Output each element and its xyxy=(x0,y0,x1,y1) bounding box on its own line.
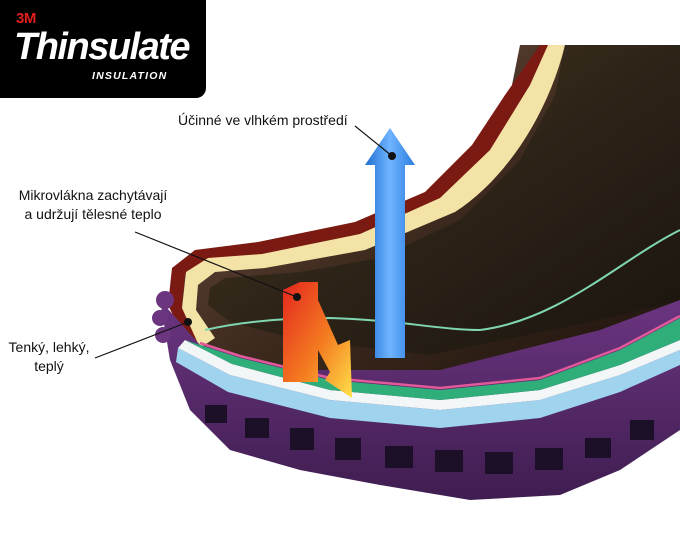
label-thin-line1: Tenký, lehký, xyxy=(8,339,90,355)
logo-3m: 3M xyxy=(16,10,36,27)
logo-wordmark: Thinsulate xyxy=(14,26,191,68)
leader-line-microfibers xyxy=(134,231,298,298)
leader-dot-microfibers xyxy=(293,293,301,301)
leader-dot-damp xyxy=(388,152,396,160)
footbed-outline xyxy=(204,229,680,332)
tread-blocks xyxy=(205,405,654,474)
body-heat-arrow xyxy=(283,282,352,398)
moisture-up-arrow xyxy=(365,128,415,358)
label-effective-damp: Účinné ve vlhkém prostředí xyxy=(178,112,348,128)
logo-subtitle: INSULATION xyxy=(92,70,168,82)
blue-layer xyxy=(176,348,680,428)
label-thin-line2: teplý xyxy=(34,358,64,374)
label-microfibers: Mikrovlákna zachytávají a udržují tělesn… xyxy=(8,186,178,224)
thinsulate-logo: 3M Thinsulate INSULATION xyxy=(0,0,206,98)
leader-line-damp xyxy=(354,125,393,157)
label-microfibers-line2: a udržují tělesné teplo xyxy=(24,206,162,222)
boot-interior xyxy=(208,45,680,355)
label-thin: Tenký, lehký, teplý xyxy=(4,338,94,376)
toe-bumps xyxy=(152,291,174,343)
leader-dot-thin xyxy=(184,318,192,326)
white-layer xyxy=(178,340,680,410)
label-microfibers-line1: Mikrovlákna zachytávají xyxy=(18,187,168,203)
lining-edge-line xyxy=(199,314,680,390)
leader-line-thin xyxy=(94,321,189,359)
